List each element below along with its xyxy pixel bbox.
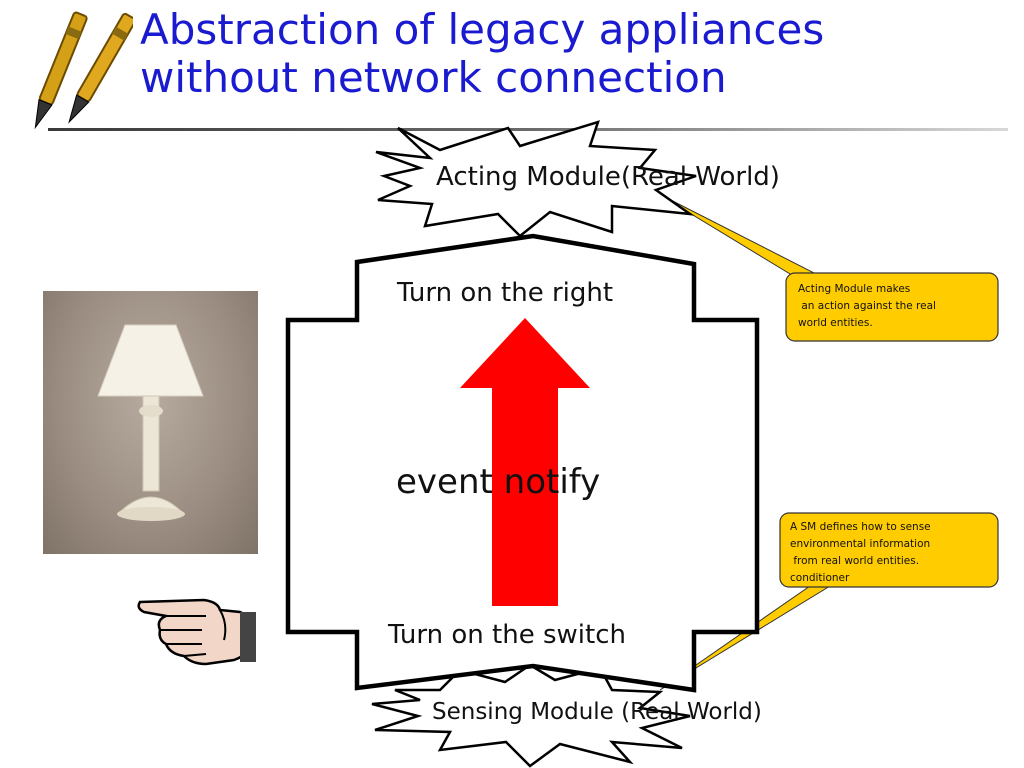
arrow-label: event notify [396,462,601,502]
sensing-callout-line: from real world entities. [790,555,920,567]
sensing-callout-line: conditioner [790,572,850,584]
lamp-icon [97,324,204,521]
title-underline [48,128,1008,131]
slide-title: Abstraction of legacy appliances without… [140,6,1000,102]
acting-module-label: Acting Module(Real World) [436,162,780,192]
acting-callout-box [785,272,999,342]
event-notify-arrow [460,318,590,606]
top-box-label: Turn on the right [397,278,614,308]
slide-title-line-2: without network connection [140,53,727,102]
acting-module-burst [375,120,697,238]
sensing-module-label: Sensing Module (Real World) [432,699,762,725]
bottom-box-label: Turn on the switch [388,620,626,650]
acting-callout-line: world entities. [798,317,873,329]
pointing-hand-icon [137,598,256,666]
sensing-callout-box [779,512,999,588]
sensing-callout-text: A SM defines how to sense environmental … [790,519,931,587]
sensing-callout-line: environmental information [790,538,931,550]
slide-title-line-1: Abstraction of legacy appliances [140,5,825,54]
pens-icon [34,11,133,130]
acting-callout-text: Acting Module makes an action against th… [798,281,936,332]
sensing-callout-line: A SM defines how to sense [790,521,931,533]
acting-callout-line: an action against the real [798,300,936,312]
lamp-picture [43,291,258,554]
acting-callout-line: Acting Module makes [798,283,911,295]
